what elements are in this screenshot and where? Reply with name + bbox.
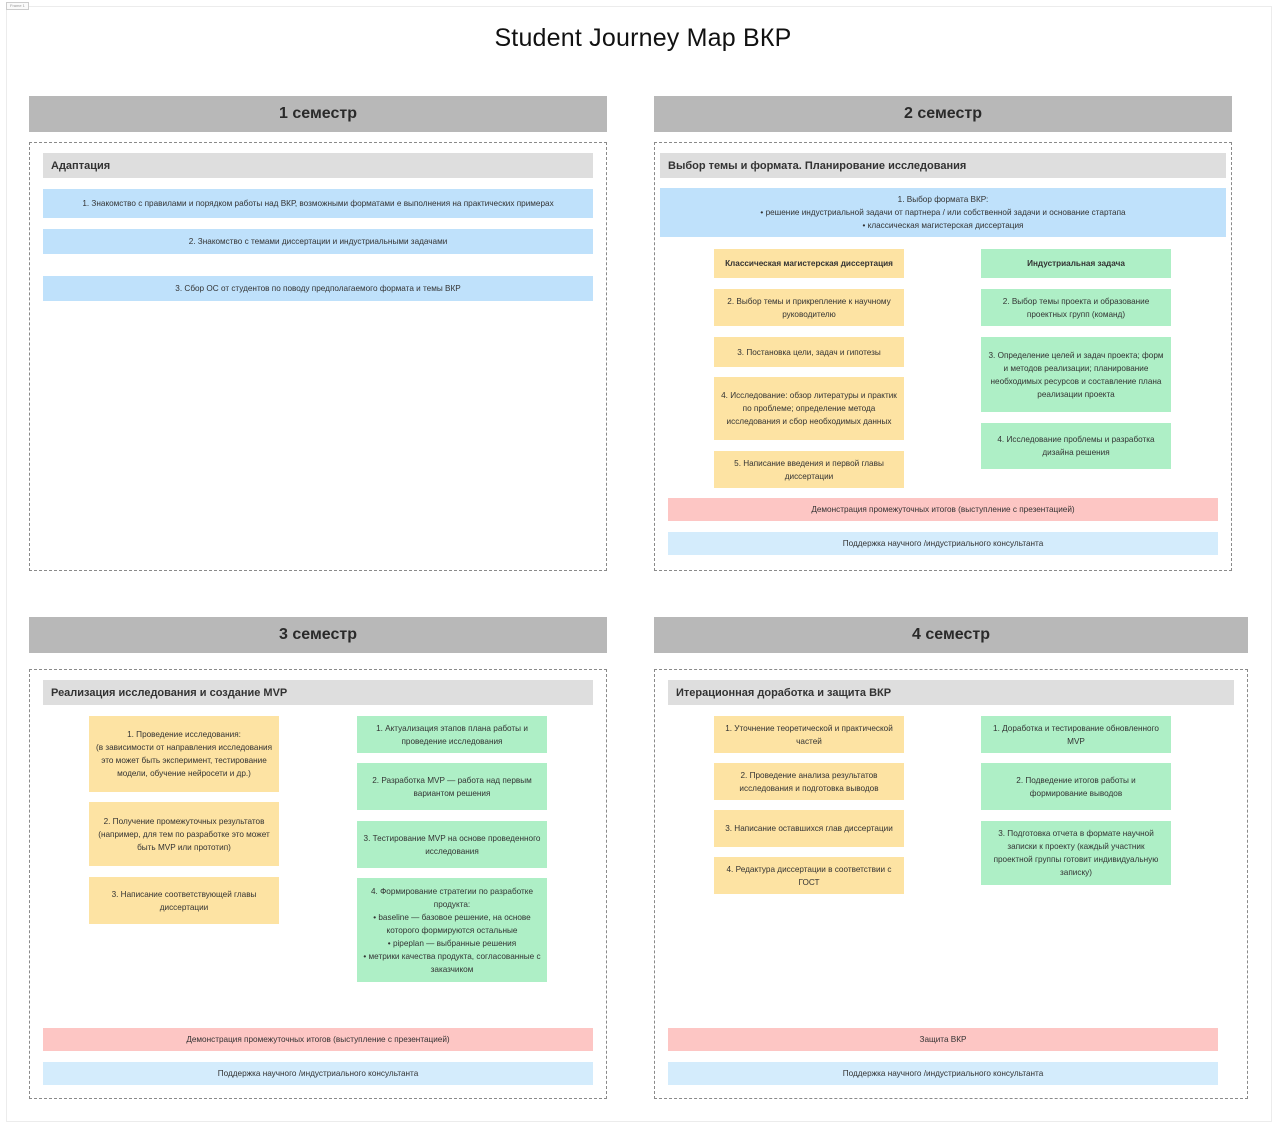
industrial-task-card[interactable]: 4. Исследование проблемы и разработка ди… xyxy=(981,423,1171,469)
academic-task-card[interactable]: 4. Исследование: обзор литературы и прак… xyxy=(714,377,904,440)
format-choice-card[interactable]: 1. Выбор формата ВКР: • решение индустри… xyxy=(660,188,1226,237)
semester-3-stage[interactable]: Реализация исследования и создание MVP xyxy=(43,680,593,705)
semester-2-stage[interactable]: Выбор темы и формата. Планирование иссле… xyxy=(660,153,1226,178)
support-bar[interactable]: Поддержка научного /индустриального конс… xyxy=(668,532,1218,555)
semester-3-header[interactable]: 3 семестр xyxy=(29,617,607,653)
demo-bar[interactable]: Демонстрация промежуточных итогов (высту… xyxy=(43,1028,593,1051)
academic-task-card[interactable]: 2. Проведение анализа результатов исслед… xyxy=(714,763,904,800)
semester-1-card[interactable]: 3. Сбор ОС от студентов по поводу предпо… xyxy=(43,276,593,301)
demo-bar[interactable]: Демонстрация промежуточных итогов (высту… xyxy=(668,498,1218,521)
industrial-track-header[interactable]: Индустриальная задача xyxy=(981,249,1171,278)
support-bar[interactable]: Поддержка научного /индустриального конс… xyxy=(668,1062,1218,1085)
semester-1-header[interactable]: 1 семестр xyxy=(29,96,607,132)
academic-task-card[interactable]: 3. Постановка цели, задач и гипотезы xyxy=(714,337,904,367)
defense-bar[interactable]: Защита ВКР xyxy=(668,1028,1218,1051)
industrial-task-card[interactable]: 2. Подведение итогов работы и формирован… xyxy=(981,763,1171,810)
academic-task-card[interactable]: 1. Проведение исследования: (в зависимос… xyxy=(89,716,279,792)
academic-task-card[interactable]: 3. Написание соответствующей главы диссе… xyxy=(89,877,279,924)
semester-1-card[interactable]: 1. Знакомство с правилами и порядком раб… xyxy=(43,189,593,218)
academic-task-card[interactable]: 2. Выбор темы и прикрепление к научному … xyxy=(714,289,904,326)
semester-4-stage[interactable]: Итерационная доработка и защита ВКР xyxy=(668,680,1234,705)
canvas-frame xyxy=(6,6,1272,1122)
academic-task-card[interactable]: 5. Написание введения и первой главы дис… xyxy=(714,451,904,488)
frame-label[interactable]: Frame 1 xyxy=(6,2,29,10)
industrial-task-card[interactable]: 3. Подготовка отчета в формате научной з… xyxy=(981,821,1171,885)
academic-task-card[interactable]: 2. Получение промежуточных результатов (… xyxy=(89,802,279,866)
semester-1-card[interactable]: 2. Знакомство с темами диссертации и инд… xyxy=(43,229,593,254)
industrial-task-card[interactable]: 4. Формирование стратегии по разработке … xyxy=(357,878,547,982)
semester-1-stage[interactable]: Адаптация xyxy=(43,153,593,178)
academic-task-card[interactable]: 3. Написание оставшихся глав диссертации xyxy=(714,810,904,847)
industrial-task-card[interactable]: 2. Выбор темы проекта и образование прое… xyxy=(981,289,1171,326)
industrial-task-card[interactable]: 3. Определение целей и задач проекта; фо… xyxy=(981,337,1171,412)
support-bar[interactable]: Поддержка научного /индустриального конс… xyxy=(43,1062,593,1085)
semester-4-header[interactable]: 4 семестр xyxy=(654,617,1248,653)
industrial-task-card[interactable]: 1. Актуализация этапов плана работы и пр… xyxy=(357,716,547,753)
page-title: Student Journey Map ВКР xyxy=(494,24,792,52)
academic-task-card[interactable]: 4. Редактура диссертации в соответствии … xyxy=(714,857,904,894)
industrial-task-card[interactable]: 2. Разработка MVP — работа над первым ва… xyxy=(357,763,547,810)
academic-task-card[interactable]: 1. Уточнение теоретической и практическо… xyxy=(714,716,904,753)
semester-2-header[interactable]: 2 семестр xyxy=(654,96,1232,132)
academic-track-header[interactable]: Классическая магистерская диссертация xyxy=(714,249,904,278)
industrial-task-card[interactable]: 1. Доработка и тестирование обновленного… xyxy=(981,716,1171,753)
industrial-task-card[interactable]: 3. Тестирование MVP на основе проведенно… xyxy=(357,821,547,868)
